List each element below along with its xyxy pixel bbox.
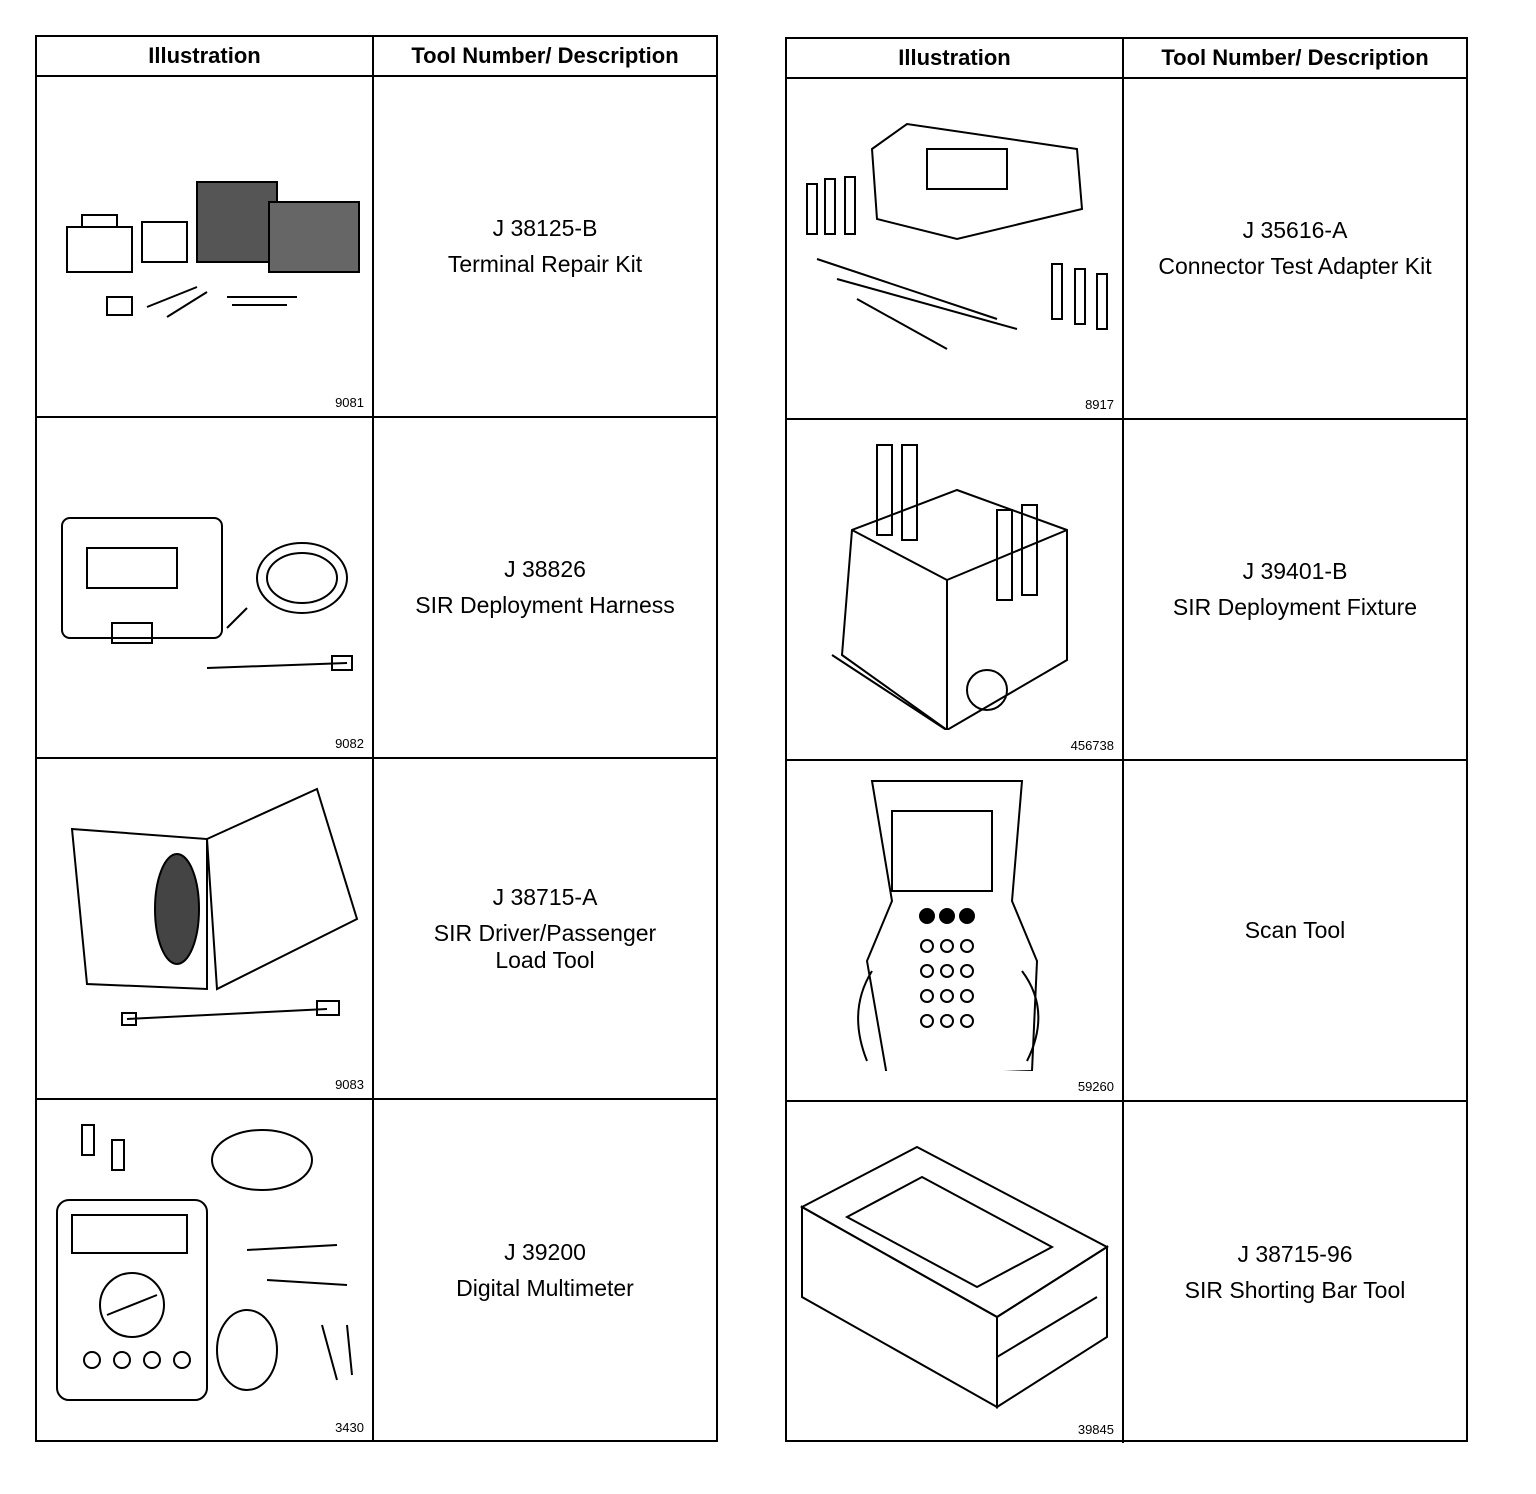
tool-description: SIR Driver/Passenger <box>433 919 657 946</box>
table-row: 456738 J 39401-B SIR Deployment Fixture <box>787 420 1466 761</box>
tool-description-cell: J 39401-B SIR Deployment Fixture <box>1124 420 1466 759</box>
tool-description-cell: J 38715-A SIR Driver/Passenger Load Tool <box>374 759 716 1098</box>
table-row: 59260 Scan Tool <box>787 761 1466 1102</box>
header-tool-description: Tool Number/ Description <box>411 43 679 68</box>
figure-number: 9083 <box>335 1077 364 1092</box>
tool-description: SIR Deployment Fixture <box>1172 594 1418 620</box>
tool-description-cell: J 38125-B Terminal Repair Kit <box>374 77 716 416</box>
tool-description: Terminal Repair Kit <box>447 251 643 277</box>
header-tool-description: Tool Number/ Description <box>1161 45 1429 70</box>
figure-number: 9081 <box>335 395 364 410</box>
load-tool-illustration <box>70 787 359 1026</box>
illustration-cell: 9081 <box>37 77 374 416</box>
figure-number: 456738 <box>1070 738 1114 753</box>
table-header: Illustration Tool Number/ Description <box>37 37 716 77</box>
illustration-cell: 9082 <box>37 418 374 757</box>
figure-number: 3430 <box>335 1420 364 1435</box>
scan-tool-illustration <box>857 780 1040 1071</box>
table-row: 39845 J 38715-96 SIR Shorting Bar Tool <box>787 1102 1466 1443</box>
figure-number: 39845 <box>1077 1422 1114 1437</box>
table-row: 9082 J 38826 SIR Deployment Harness <box>37 418 716 759</box>
tool-description: Scan Tool <box>1244 917 1346 943</box>
illustration-cell: 3430 <box>37 1100 374 1441</box>
tool-description: SIR Deployment Harness <box>415 592 675 618</box>
illustration-cell: 59260 <box>787 761 1124 1100</box>
figure-number: 9082 <box>335 736 364 751</box>
figure-number: 59260 <box>1077 1079 1114 1094</box>
illustration-cell: 39845 <box>787 1102 1124 1443</box>
tools-table-right: Illustration Tool Number/ Description 89… <box>785 37 1468 1443</box>
illustration-cell: 9083 <box>37 759 374 1098</box>
illustration-cell: 456738 <box>787 420 1124 759</box>
multimeter-illustration <box>56 1124 353 1401</box>
header-illustration: Illustration <box>787 39 1124 77</box>
tool-description-cell: J 39200 Digital Multimeter <box>374 1100 716 1441</box>
adapter-kit-illustration <box>806 122 1108 350</box>
tool-number: J 39200 <box>504 1239 586 1265</box>
header-illustration: Illustration <box>37 37 374 75</box>
tool-number: J 35616-A <box>1242 217 1348 243</box>
tool-number: J 38715-96 <box>1237 1241 1353 1267</box>
table-header: Illustration Tool Number/ Description <box>787 39 1466 79</box>
tool-description-cell: J 35616-A Connector Test Adapter Kit <box>1124 79 1466 418</box>
tool-description: Digital Multimeter <box>456 1275 634 1301</box>
tool-number: J 38715-A <box>492 883 598 910</box>
terminal-repair-kit-illustration <box>66 181 360 318</box>
table-row: 3430 J 39200 Digital Multimeter <box>37 1100 716 1441</box>
tool-number: J 38125-B <box>492 215 598 241</box>
tool-description: Connector Test Adapter Kit <box>1158 253 1432 279</box>
illustration-cell: 8917 <box>787 79 1124 418</box>
tool-number: J 39401-B <box>1242 558 1348 584</box>
tool-description-cell: J 38715-96 SIR Shorting Bar Tool <box>1124 1102 1466 1443</box>
tool-number: J 38826 <box>504 556 586 582</box>
tools-table-left: Illustration Tool Number/ Description 90… <box>35 35 718 1442</box>
deployment-harness-illustration <box>61 517 353 671</box>
tool-description-cell: J 38826 SIR Deployment Harness <box>374 418 716 757</box>
deployment-fixture-illustration <box>831 444 1068 730</box>
table-row: 9081 J 38125-B Terminal Repair Kit <box>37 77 716 418</box>
tool-description: Load Tool <box>495 946 595 973</box>
tool-description-cell: Scan Tool <box>1124 761 1466 1100</box>
figure-number: 8917 <box>1085 397 1114 412</box>
table-row: 9083 J 38715-A SIR Driver/Passenger Load… <box>37 759 716 1100</box>
tool-description: SIR Shorting Bar Tool <box>1184 1277 1406 1303</box>
table-row: 8917 J 35616-A Connector Test Adapter Ki… <box>787 79 1466 420</box>
shorting-bar-illustration <box>799 1145 1109 1409</box>
